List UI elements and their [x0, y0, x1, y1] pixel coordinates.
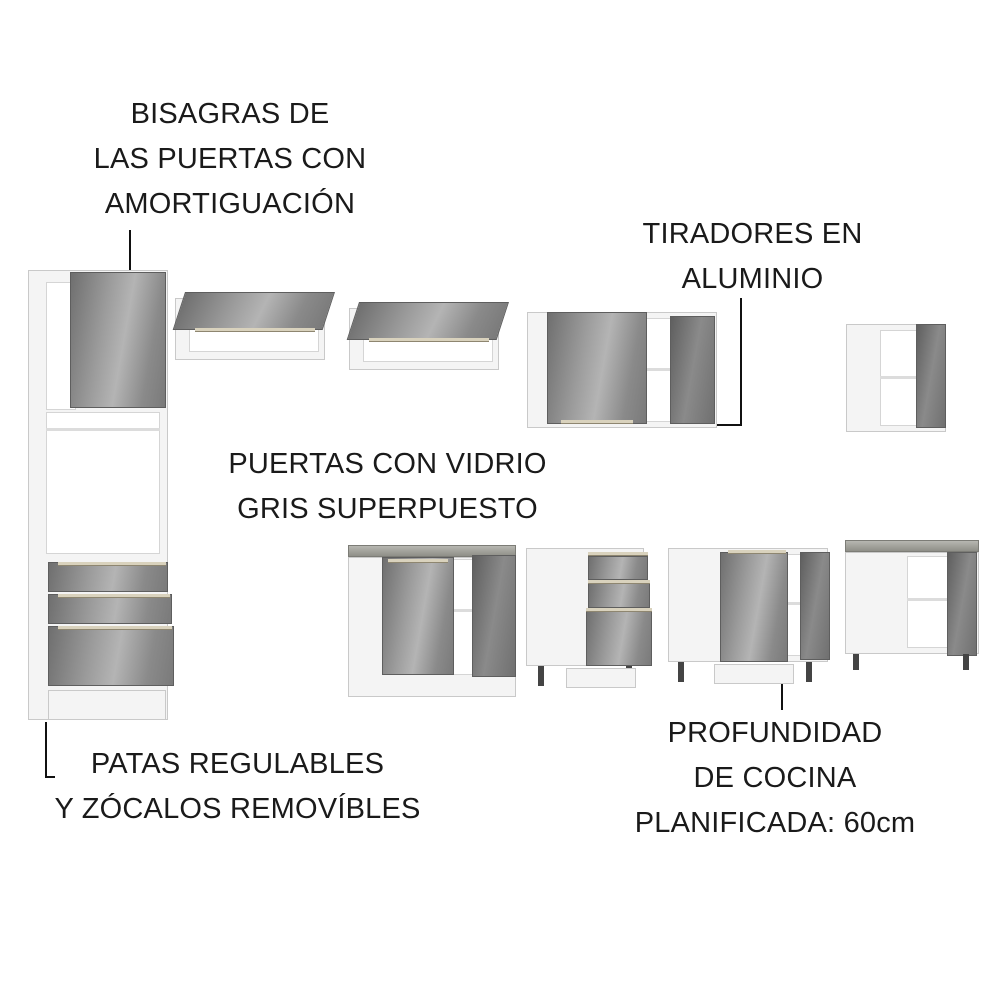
corner-door — [947, 552, 977, 656]
base-doors-countertop — [348, 545, 516, 557]
tall-oven-tower — [28, 270, 174, 720]
tower-drawer-2-handle — [58, 594, 170, 598]
base-unit-drawers — [526, 548, 656, 690]
corner-interior — [907, 556, 951, 648]
tower-drawer-2 — [48, 594, 172, 624]
callout-glass-doors-line-1: PUERTAS CON VIDRIO — [228, 448, 547, 480]
flipup-2-handle — [369, 338, 489, 342]
tower-shelf — [46, 428, 160, 431]
small-wall-door — [916, 324, 946, 428]
sink-leg-right — [806, 662, 812, 682]
tower-plinth — [48, 690, 166, 720]
callout-legs: PATAS REGULABLES Y ZÓCALOS REMOVÍBLES — [45, 742, 430, 832]
callout-hinges: BISAGRAS DE LAS PUERTAS CON AMORTIGUACIÓ… — [80, 92, 380, 227]
base-unit-doors — [348, 545, 520, 697]
drawers-drawer-1 — [588, 556, 648, 580]
base-doors-shelf — [448, 609, 476, 612]
flipup-2-door — [346, 302, 509, 340]
callout-glass-doors: PUERTAS CON VIDRIO GRIS SUPERPUESTO — [215, 442, 560, 532]
drawers-plinth — [566, 668, 636, 688]
sink-leg-left — [678, 662, 684, 682]
corner-leg-left — [853, 654, 859, 670]
flipup-1-handle — [195, 328, 315, 332]
drawers-drawer-2-handle — [588, 580, 650, 584]
wall-unit-flipup-1 — [172, 292, 337, 360]
flipup-1-door — [172, 292, 335, 330]
two-doors-shelf — [639, 368, 675, 371]
small-wall-shelf — [880, 376, 920, 379]
tower-oven-niche — [46, 412, 160, 554]
callout-depth-line-3: PLANIFICADA: 60cm — [634, 807, 916, 839]
callout-glass-doors-line-2: GRIS SUPERPUESTO — [237, 493, 538, 525]
callout-handles-line-1: TIRADORES EN — [642, 218, 863, 250]
tower-drawer-3-handle — [58, 626, 172, 630]
callout-hinges-line-1: BISAGRAS DE — [130, 98, 330, 130]
tower-drawer-1 — [48, 562, 168, 592]
two-doors-left-handle — [561, 420, 633, 424]
sink-handle — [728, 550, 786, 554]
callout-hinges-line-3: AMORTIGUACIÓN — [104, 188, 356, 220]
drawers-drawer-1-handle — [588, 552, 648, 556]
callout-handles-line-2: ALUMINIO — [681, 263, 824, 295]
wall-unit-small — [846, 324, 948, 432]
two-doors-right-door — [670, 316, 715, 424]
corner-shelf — [907, 598, 951, 601]
drawers-drawer-3 — [586, 610, 652, 666]
callout-depth-line-1: PROFUNDIDAD — [667, 717, 883, 749]
callout-handles: TIRADORES EN ALUMINIO — [625, 212, 880, 302]
drawers-leg-left — [538, 666, 544, 686]
leader-line-handles-h — [712, 424, 742, 426]
callout-legs-line-2: Y ZÓCALOS REMOVÍBLES — [54, 793, 421, 825]
tower-drawer-3 — [48, 626, 174, 686]
corner-countertop — [845, 540, 979, 552]
leader-line-legs-h — [45, 776, 55, 778]
sink-left-door — [720, 552, 788, 662]
callout-depth-line-2: DE COCINA — [693, 762, 857, 794]
leader-line-legs-v — [45, 722, 47, 778]
base-doors-right-door — [472, 555, 516, 677]
two-doors-left-door — [547, 312, 647, 424]
leader-line-handles-v — [740, 298, 742, 426]
callout-depth: PROFUNDIDAD DE COCINA PLANIFICADA: 60cm — [625, 711, 925, 846]
tower-upper-door — [70, 272, 166, 408]
sink-right-door — [800, 552, 830, 660]
base-unit-sink — [668, 548, 834, 684]
base-unit-corner — [845, 540, 983, 670]
drawers-drawer-2 — [588, 582, 650, 608]
callout-legs-line-1: PATAS REGULABLES — [90, 748, 385, 780]
drawers-drawer-3-handle — [586, 608, 652, 612]
corner-leg-right — [963, 654, 969, 670]
leader-line-depth — [781, 682, 783, 710]
wall-unit-flipup-2 — [346, 302, 511, 370]
wall-unit-two-doors — [527, 312, 719, 428]
base-doors-left-door — [382, 557, 454, 675]
leader-line-hinges — [129, 230, 131, 286]
base-doors-handle — [388, 559, 448, 563]
callout-hinges-line-2: LAS PUERTAS CON — [93, 143, 367, 175]
tower-drawer-1-handle — [58, 562, 166, 566]
sink-plinth — [714, 664, 794, 684]
